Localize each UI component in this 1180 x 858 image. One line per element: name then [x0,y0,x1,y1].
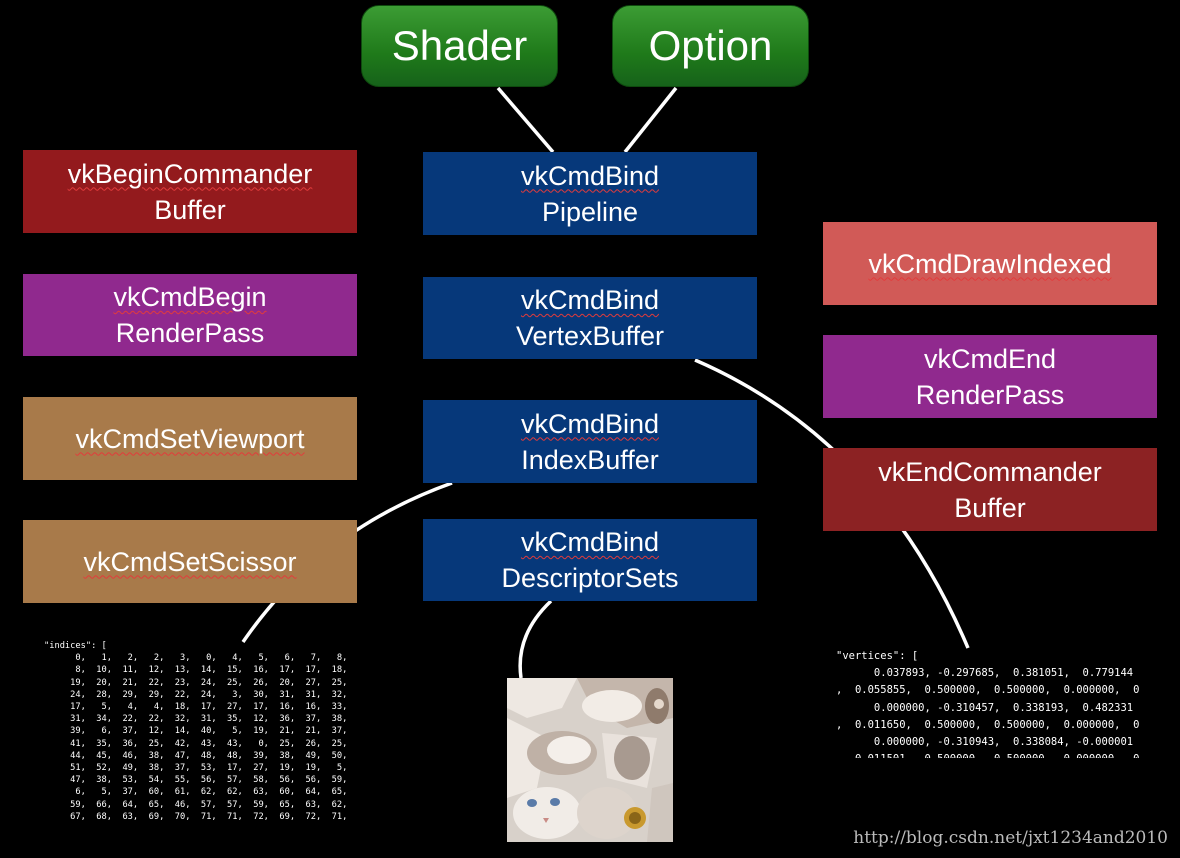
vk-cmd-bind-vertexbuffer-box: vkCmdBind VertexBuffer [423,277,757,359]
box-line2: IndexBuffer [521,444,659,475]
option-label: Option [648,22,773,69]
box-line1: vkCmdBind [520,408,660,439]
vk-cmd-bind-pipeline-box: vkCmdBind Pipeline [423,152,757,235]
texture-image [507,678,673,842]
box-line1: vkEndCommander [878,456,1102,487]
box-line2: RenderPass [115,318,265,348]
box-line1: vkCmdSetScissor [83,546,297,577]
shader-to-pipeline-line [496,86,555,154]
vertices-code-snippet: "vertices": [ 0.037893, -0.297685, 0.381… [836,650,1140,758]
vk-cmd-bind-descriptorsets-box: vkCmdBind DescriptorSets [423,519,757,601]
vk-cmd-draw-indexed-box: vkCmdDrawIndexed [823,222,1157,305]
box-line1: vkCmdBegin [113,282,267,312]
box-line2: Buffer [154,194,226,225]
box-line1: vkCmdBind [520,285,660,315]
vk-cmd-end-renderpass-box: vkCmdEnd RenderPass [823,335,1157,418]
box-line1: vkCmdEnd [923,343,1057,374]
box-line1: vkBeginCommander [67,158,313,189]
box-line2: Pipeline [541,196,639,227]
watermark-url: http://blog.csdn.net/jxt1234and2010 [853,828,1168,848]
box-line1: vkCmdSetViewport [75,423,305,454]
option-node: Option [612,5,809,87]
vk-cmd-bind-indexbuffer-box: vkCmdBind IndexBuffer [423,400,757,483]
box-line1: vkCmdDrawIndexed [868,248,1112,279]
vk-begin-commander-buffer-box: vkBeginCommander Buffer [23,150,357,233]
shader-label: Shader [391,22,528,69]
shader-node: Shader [361,5,558,87]
vk-cmd-begin-renderpass-box: vkCmdBegin RenderPass [23,274,357,356]
indices-code-snippet: "indices": [ 0, 1, 2, 2, 3, 0, 4, 5, 6, … [44,641,348,820]
box-line1: vkCmdBind [520,527,660,557]
box-line2: VertexBuffer [515,321,665,351]
box-line2: DescriptorSets [501,563,679,593]
cat-texture-art [507,678,673,842]
descriptorsets-to-texture-curve [518,599,553,679]
box-line2: Buffer [954,492,1026,523]
box-line2: RenderPass [915,379,1065,410]
vk-cmd-set-scissor-box: vkCmdSetScissor [23,520,357,603]
vk-cmd-set-viewport-box: vkCmdSetViewport [23,397,357,480]
vk-end-commander-buffer-box: vkEndCommander Buffer [823,448,1157,531]
option-to-pipeline-line [623,86,678,154]
box-line1: vkCmdBind [520,160,660,191]
